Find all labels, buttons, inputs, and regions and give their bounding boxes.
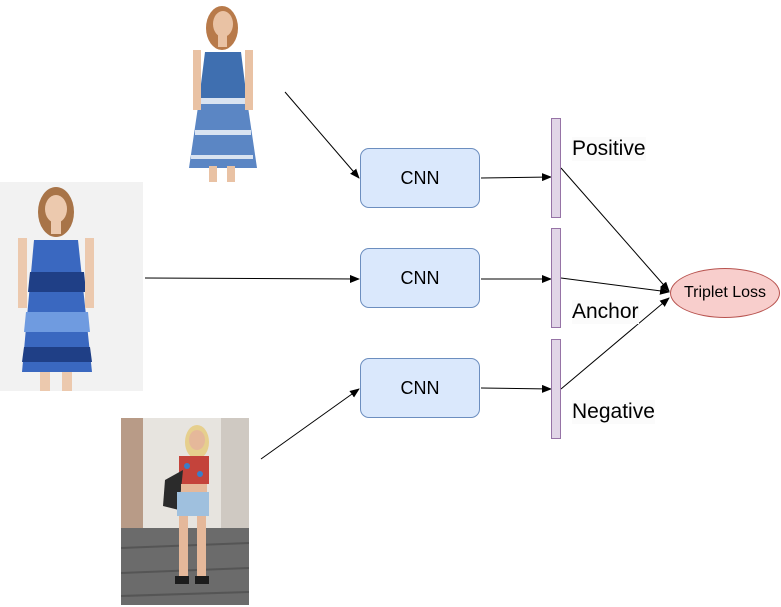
positive-image-to-cnn-arrow <box>284 91 360 179</box>
cnn-box-positive: CNN <box>360 148 480 208</box>
anchor-image <box>0 182 143 391</box>
negative-image-to-cnn-arrow <box>260 388 360 460</box>
cnn-top-to-embedding-arrow <box>480 173 552 182</box>
negative-to-loss-arrow <box>560 297 670 390</box>
anchor-to-loss-arrow <box>560 277 670 295</box>
anchor-label: Anchor <box>572 300 639 324</box>
negative-image <box>121 418 249 605</box>
anchor-image-to-cnn-arrow <box>144 274 360 283</box>
negative-label: Negative <box>572 400 655 424</box>
embedding-bar-positive <box>551 118 561 218</box>
cnn-box-negative: CNN <box>360 358 480 418</box>
positive-to-loss-arrow <box>560 167 670 292</box>
embedding-bar-negative <box>551 339 561 439</box>
positive-image <box>165 0 265 182</box>
cnn-box-anchor: CNN <box>360 248 480 308</box>
triplet-loss-node: Triplet Loss <box>670 268 780 318</box>
embedding-bar-anchor <box>551 228 561 328</box>
cnn-bottom-to-embedding-arrow <box>480 384 552 393</box>
positive-label: Positive <box>572 137 646 161</box>
